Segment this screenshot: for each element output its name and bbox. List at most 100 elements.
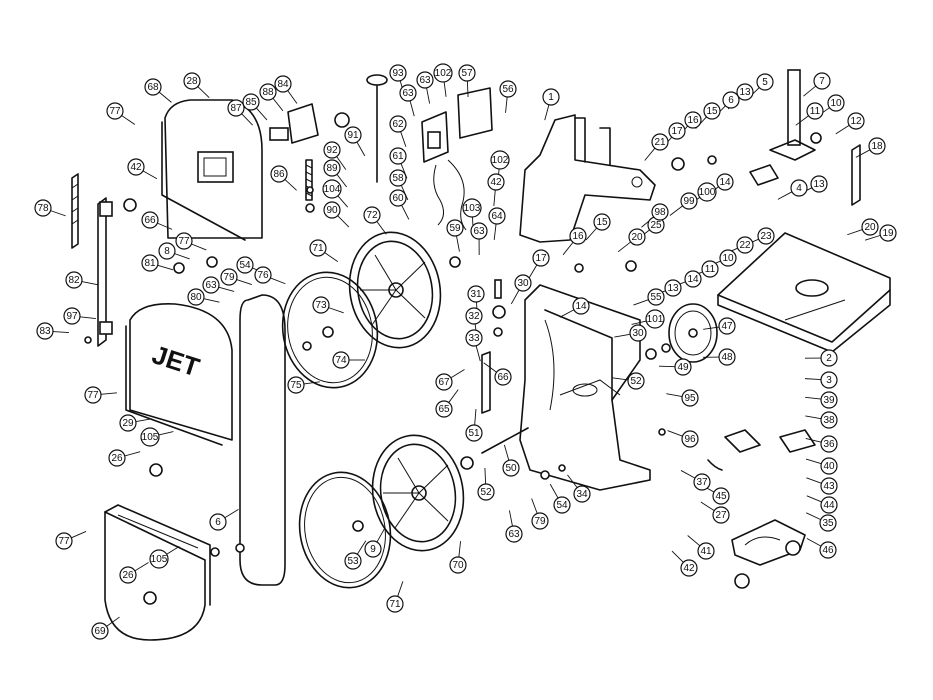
leader-line	[218, 286, 235, 292]
callout-number: 100	[699, 187, 716, 198]
leader-line	[806, 538, 822, 547]
callout-72: 72	[363, 206, 381, 224]
callout-circle	[144, 78, 162, 96]
callout-circle	[270, 165, 288, 183]
callout-number: 98	[654, 207, 666, 218]
leader-line	[510, 289, 520, 305]
brand-logo: JET	[149, 339, 204, 382]
callout-circle	[756, 73, 774, 91]
leader-line	[777, 191, 793, 200]
callout-circle	[531, 512, 549, 530]
callout-number: 45	[715, 491, 727, 502]
callout-circle	[861, 218, 879, 236]
callout-40: 40	[820, 457, 838, 475]
callout-number: 33	[468, 333, 480, 344]
callout-54: 54	[553, 496, 571, 514]
callout-20: 20	[628, 228, 646, 246]
callout-93: 93	[389, 64, 407, 82]
saw-blade	[239, 294, 286, 586]
leader-line	[475, 345, 481, 362]
callout-circle	[494, 368, 512, 386]
callout-circle	[813, 72, 831, 90]
callout-43: 43	[820, 477, 838, 495]
callout-number: 97	[66, 311, 78, 322]
callout-circle	[532, 249, 550, 267]
callout-number: 76	[257, 270, 269, 281]
callout-circle	[465, 307, 483, 325]
callout-number: 85	[245, 97, 257, 108]
guide-post-right	[749, 69, 816, 186]
callout-number: 55	[650, 292, 662, 303]
callout-number: 71	[389, 599, 401, 610]
callout-number: 27	[715, 510, 727, 521]
callout-number: 66	[497, 372, 509, 383]
callout-circle	[868, 137, 886, 155]
callout-circle	[158, 242, 176, 260]
callout-38: 38	[820, 411, 838, 429]
callout-circle	[458, 64, 476, 82]
leader-line	[71, 531, 87, 539]
callout-63: 63	[470, 222, 488, 240]
callout-71: 71	[386, 595, 404, 613]
callout-7: 7	[813, 72, 831, 90]
blade-guard-rail	[71, 173, 79, 249]
callout-circle	[209, 513, 227, 531]
callout-number: 105	[142, 432, 159, 443]
callout-circle	[505, 525, 523, 543]
leader-line	[157, 222, 173, 230]
leader-line	[835, 124, 850, 135]
motor-pulley	[668, 303, 718, 363]
callout-circle	[757, 227, 775, 245]
callout-number: 101	[647, 314, 664, 325]
leader-line	[400, 131, 407, 147]
callout-18: 18	[868, 137, 886, 155]
callout-number: 6	[728, 95, 734, 106]
callout-circle	[681, 389, 699, 407]
leader-line	[401, 204, 410, 220]
callout-83: 83	[36, 322, 54, 340]
callout-number: 56	[502, 84, 514, 95]
callout-circle	[449, 556, 467, 574]
leader-line	[669, 205, 683, 216]
callout-number: 37	[696, 477, 708, 488]
callout-34: 34	[573, 485, 591, 503]
callout-number: 72	[366, 210, 378, 221]
callout-circle	[55, 532, 73, 550]
callout-99: 99	[680, 192, 698, 210]
callout-circle	[674, 358, 692, 376]
leader-line	[255, 107, 268, 121]
callout-number: 43	[823, 481, 835, 492]
callout-circle	[487, 173, 505, 191]
callout-79: 79	[220, 268, 238, 286]
leader-line	[121, 115, 136, 125]
callout-76: 76	[254, 266, 272, 284]
leader-line	[585, 227, 598, 241]
callout-circle	[569, 227, 587, 245]
callout-number: 51	[468, 428, 480, 439]
leader-line	[356, 141, 366, 157]
saw-table	[717, 232, 891, 353]
part-callouts: 1234567891010111112131313141414151516161…	[34, 63, 897, 640]
callout-79: 79	[531, 512, 549, 530]
callout-2: 2	[820, 349, 838, 367]
callout-circle	[36, 322, 54, 340]
callout-number: 82	[68, 275, 80, 286]
callout-circle	[806, 102, 824, 120]
callout-number: 29	[122, 418, 134, 429]
callout-circle	[693, 473, 711, 491]
callout-75: 75	[287, 376, 305, 394]
callout-84: 84	[274, 75, 292, 93]
upper-tire	[281, 271, 379, 389]
callout-12: 12	[847, 112, 865, 130]
leader-line	[287, 90, 298, 104]
callout-number: 57	[461, 68, 473, 79]
leader-line	[81, 281, 98, 286]
callout-number: 77	[109, 106, 121, 117]
callout-number: 9	[370, 544, 376, 555]
leader-line	[806, 495, 822, 503]
callout-circle	[465, 424, 483, 442]
callout-number: 88	[262, 87, 274, 98]
callout-circle	[572, 297, 590, 315]
callout-circle	[820, 457, 838, 475]
callout-number: 40	[823, 461, 835, 472]
